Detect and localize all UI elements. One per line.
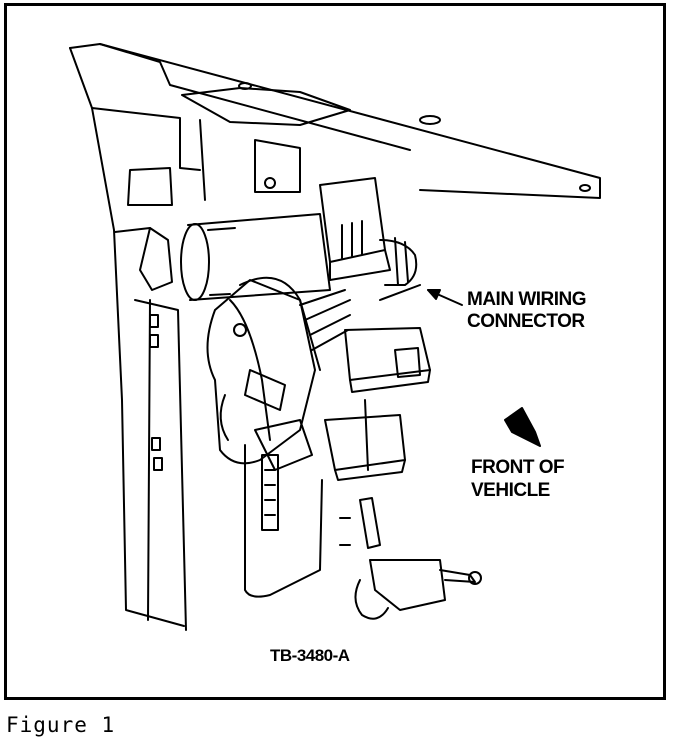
- direction-arrow-icon: [504, 407, 541, 447]
- figure-caption: Figure 1: [6, 713, 116, 737]
- main-wiring-label-line2: CONNECTOR: [467, 311, 585, 332]
- switch-housing: [206, 276, 321, 471]
- leader-arrow-icon: [427, 289, 463, 306]
- connector-block: [299, 177, 431, 481]
- figure-frame: [4, 3, 666, 700]
- figure-code: TB-3480-A: [270, 646, 350, 665]
- main-wiring-label-line1: MAIN WIRING: [467, 289, 587, 310]
- steering-column: [180, 213, 331, 301]
- lower-bracket: [244, 284, 482, 620]
- front-of-vehicle-label-line1: FRONT OF: [471, 457, 565, 478]
- body-panel: [69, 43, 601, 631]
- front-of-vehicle-label-line2: VEHICLE: [471, 480, 550, 501]
